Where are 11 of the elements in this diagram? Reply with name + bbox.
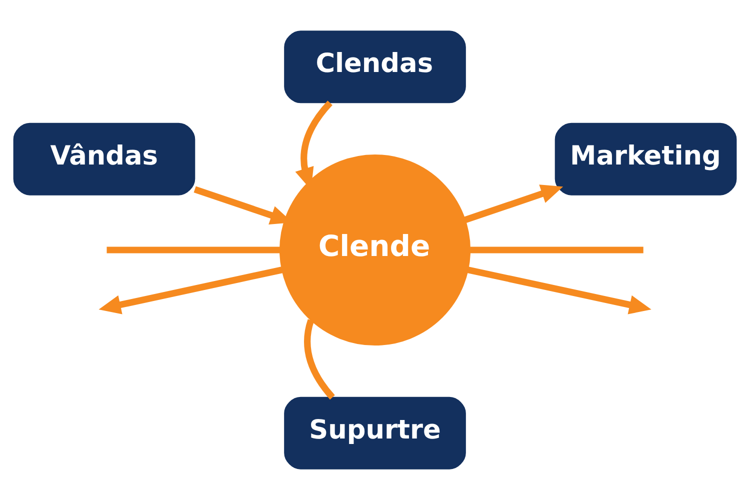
- connector: [470, 246, 644, 254]
- node-box: Marketing: [554, 122, 737, 196]
- connector: [106, 246, 280, 254]
- connector: [304, 319, 335, 400]
- arrow: [467, 266, 652, 314]
- arrow: [98, 266, 283, 314]
- node-box: Vândas: [13, 122, 196, 196]
- arrow: [464, 184, 564, 223]
- node-circle: Clende: [279, 154, 471, 346]
- node-box: Clendas: [284, 30, 466, 104]
- node-box: Supurtre: [284, 396, 466, 470]
